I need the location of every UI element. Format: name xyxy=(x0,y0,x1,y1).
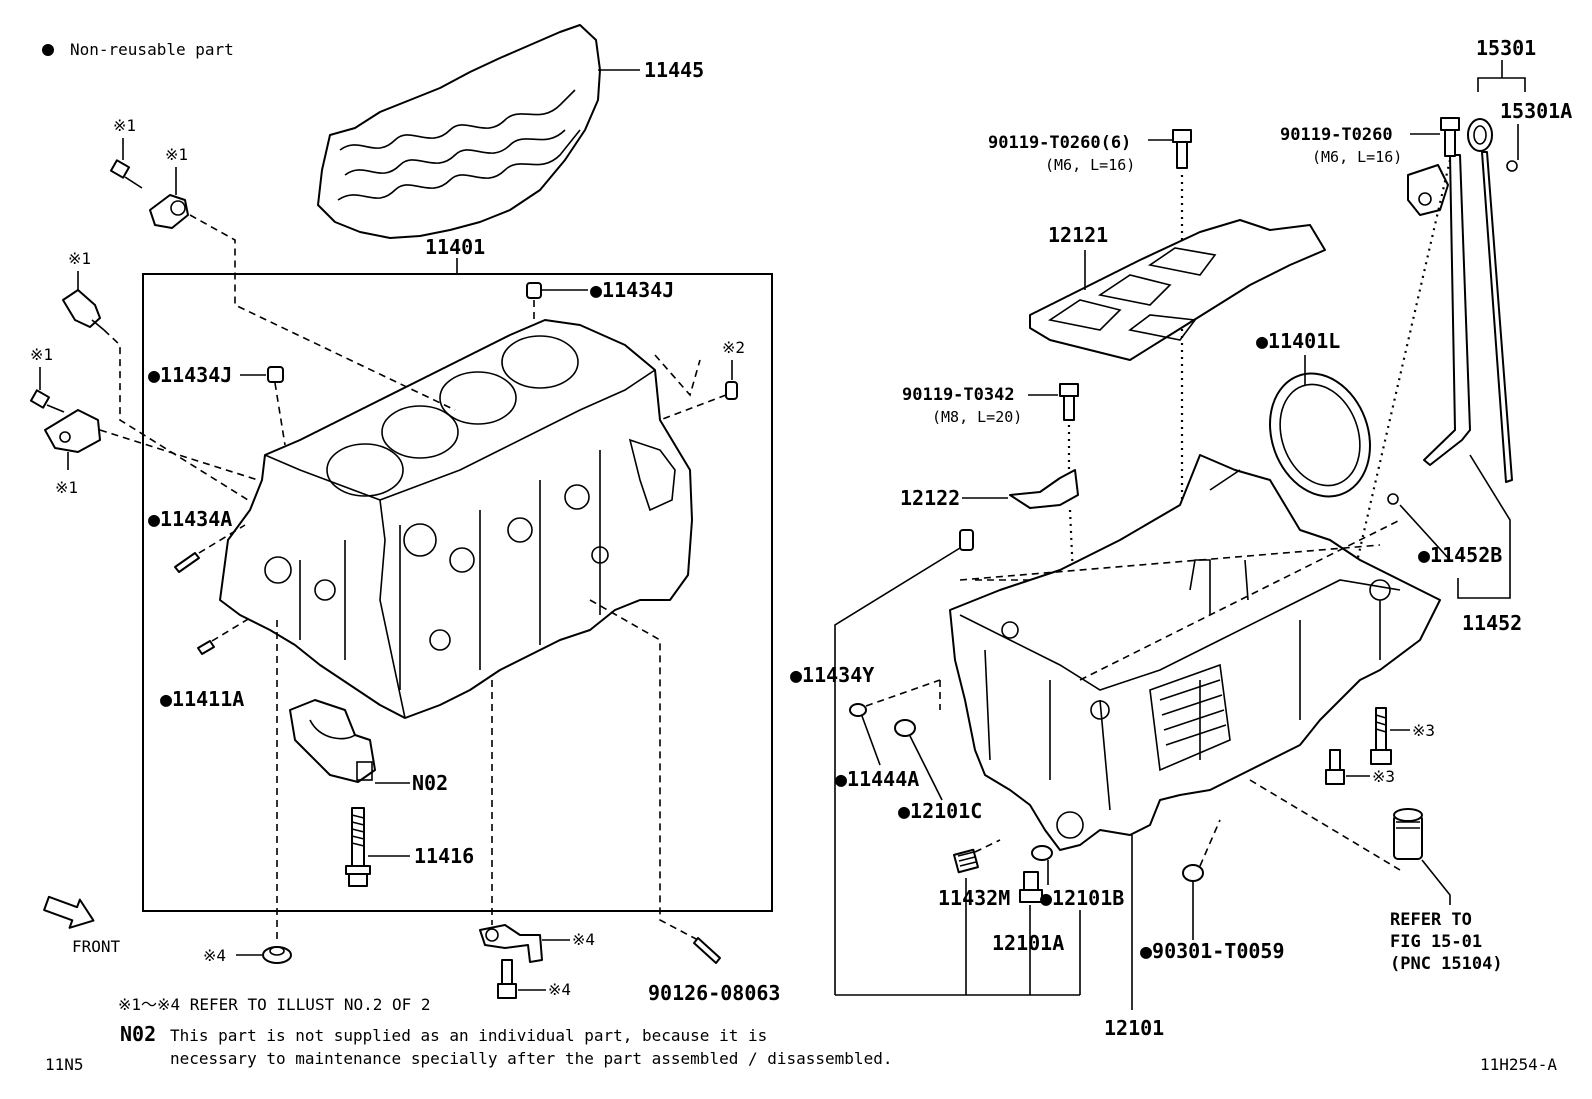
n02-note-line-2: necessary to maintenance specially after… xyxy=(170,1049,892,1068)
label-ref-3-a: ※3 xyxy=(1412,721,1435,740)
n02-note-line-1: This part is not supplied as an individu… xyxy=(170,1026,767,1045)
label-11432M[interactable]: 11432M xyxy=(938,886,1010,910)
legend-dot xyxy=(42,44,54,56)
bearing-cap-bolt-11416[interactable] xyxy=(345,807,371,887)
cylinder-block-11401[interactable] xyxy=(219,319,693,719)
dowel-pin-11434J-top[interactable] xyxy=(526,282,542,299)
bracket-12122[interactable] xyxy=(1009,469,1079,509)
dowel-pin-11434Y[interactable] xyxy=(959,529,974,551)
refer-illust-note: ※1～※4 REFER TO ILLUST NO.2 OF 2 xyxy=(118,995,431,1014)
spec-90119-T0342: (M8, L=20) xyxy=(932,408,1022,426)
label-12101[interactable]: 12101 xyxy=(1104,1016,1164,1040)
bearing-cap-N02[interactable] xyxy=(289,699,376,783)
label-ref-4-c: ※4 xyxy=(548,980,571,999)
label-ref-2: ※2 xyxy=(722,338,745,357)
label-ref-1-e: ※1 xyxy=(55,478,78,497)
n02-code: N02 xyxy=(120,1022,156,1046)
bracket-12101 xyxy=(835,835,1133,1010)
gasket-12101B[interactable] xyxy=(1031,845,1053,861)
label-11434J-top[interactable]: ●11434J xyxy=(590,278,674,302)
bolt-ref-1-d[interactable] xyxy=(29,389,65,413)
sensor-ref-1-c[interactable] xyxy=(62,289,105,331)
label-12101B[interactable]: ●12101B xyxy=(1040,886,1124,910)
oil-level-gauge-15301[interactable] xyxy=(1467,118,1513,483)
label-ref-1-d: ※1 xyxy=(30,345,53,364)
label-12122[interactable]: 12122 xyxy=(900,486,960,510)
plug-ref-2[interactable] xyxy=(725,381,738,400)
bolt-90119-T0260-6[interactable] xyxy=(1172,129,1192,169)
o-ring-90301-T0059[interactable] xyxy=(1182,864,1204,882)
water-jacket-spacer-11445[interactable] xyxy=(317,24,601,239)
label-11401[interactable]: 11401 xyxy=(425,235,485,259)
label-ref-3-b: ※3 xyxy=(1372,767,1395,786)
drain-plug-12101A[interactable] xyxy=(1019,871,1043,903)
label-90119-T0260-6[interactable]: 90119-T0260(6) xyxy=(988,133,1131,153)
label-15301[interactable]: 15301 xyxy=(1476,36,1536,60)
label-11445[interactable]: 11445 xyxy=(644,58,704,82)
oil-pan-12101[interactable] xyxy=(949,454,1441,851)
dowel-pin-11434J-left[interactable] xyxy=(267,366,284,383)
label-11416[interactable]: 11416 xyxy=(414,844,474,868)
label-ref-1-a: ※1 xyxy=(113,116,136,135)
o-ring-11452B[interactable] xyxy=(1387,493,1399,505)
pin-11411A[interactable] xyxy=(197,640,215,655)
label-90301-T0059[interactable]: ●90301-T0059 xyxy=(1140,939,1285,963)
spec-90119-T0260: (M6, L=16) xyxy=(1312,148,1402,166)
oil-gauge-guide-11452[interactable] xyxy=(1407,154,1471,466)
front-arrow-icon xyxy=(43,895,95,929)
plug-ref-4-a[interactable] xyxy=(262,946,292,964)
label-15301A[interactable]: 15301A xyxy=(1500,99,1572,123)
label-90119-T0342[interactable]: 90119-T0342 xyxy=(902,385,1015,405)
bolt-ref-3-b[interactable] xyxy=(1325,749,1345,785)
oil-seal-11401L[interactable] xyxy=(1253,359,1386,510)
label-90126-08063[interactable]: 90126-08063 xyxy=(648,981,780,1005)
label-ref-4-b: ※4 xyxy=(572,930,595,949)
bracket-ref-4-b[interactable] xyxy=(479,924,543,963)
label-N02[interactable]: N02 xyxy=(412,771,448,795)
label-11411A[interactable]: ●11411A xyxy=(160,687,244,711)
oil-filter-reference[interactable] xyxy=(1393,808,1423,860)
label-12121[interactable]: 12121 xyxy=(1048,223,1108,247)
bolt-ref-1-a[interactable] xyxy=(109,159,143,189)
label-ref-4-a: ※4 xyxy=(203,946,226,965)
sensor-ref-1-b[interactable] xyxy=(149,194,189,229)
bolt-90119-T0260[interactable] xyxy=(1440,117,1460,157)
label-11434Y[interactable]: ●11434Y xyxy=(790,663,874,687)
label-11452B[interactable]: ●11452B xyxy=(1418,543,1502,567)
bracket-ref-1-e[interactable] xyxy=(44,409,101,453)
label-11401L[interactable]: ●11401L xyxy=(1256,329,1340,353)
label-ref-1-b: ※1 xyxy=(165,145,188,164)
label-11452[interactable]: 11452 xyxy=(1462,611,1522,635)
label-12101C[interactable]: ●12101C xyxy=(898,799,982,823)
washer-11444A[interactable] xyxy=(849,703,867,717)
bolt-ref-3-a[interactable] xyxy=(1370,707,1392,765)
refer-line-2: FIG 15-01 xyxy=(1390,932,1482,952)
stud-90126-08063[interactable] xyxy=(693,937,721,964)
o-ring-15301A[interactable] xyxy=(1506,160,1518,172)
label-12101A[interactable]: 12101A xyxy=(992,931,1064,955)
gasket-12101C[interactable] xyxy=(894,719,916,737)
bolt-ref-4-c[interactable] xyxy=(497,959,517,999)
refer-line-1: REFER TO xyxy=(1390,910,1472,930)
label-11434A[interactable]: ●11434A xyxy=(148,507,232,531)
footer-right-code: 11H254-A xyxy=(1480,1055,1557,1074)
footer-left-code: 11N5 xyxy=(45,1055,84,1074)
label-ref-1-c: ※1 xyxy=(68,249,91,268)
bolt-90119-T0342[interactable] xyxy=(1059,383,1079,421)
plug-11432M[interactable] xyxy=(953,848,979,874)
front-label: FRONT xyxy=(72,937,121,956)
label-11434J-left[interactable]: ●11434J xyxy=(148,363,232,387)
pin-11434A[interactable] xyxy=(174,552,200,573)
legend-text: Non-reusable part xyxy=(70,40,234,59)
baffle-plate-12121[interactable] xyxy=(1029,219,1326,361)
label-90119-T0260[interactable]: 90119-T0260 xyxy=(1280,125,1393,145)
label-11444A[interactable]: ●11444A xyxy=(835,767,919,791)
refer-line-3: (PNC 15104) xyxy=(1390,954,1503,974)
spec-90119-T0260-6: (M6, L=16) xyxy=(1045,156,1135,174)
